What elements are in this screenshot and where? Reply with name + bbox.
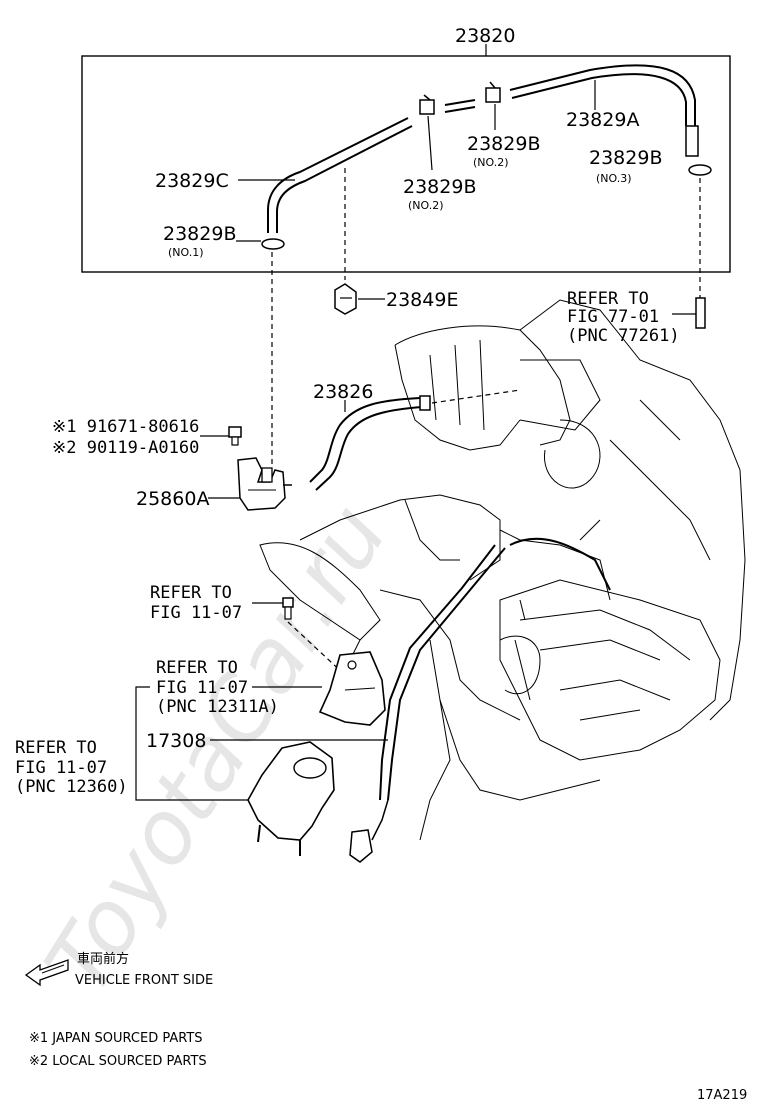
connector-pipe: [444, 99, 476, 113]
part-number-23829c[interactable]: 23829C: [155, 170, 229, 192]
refer-fig-11-07-c-line3[interactable]: (PNC 12360): [15, 777, 128, 797]
hose-23829c[interactable]: [267, 117, 409, 233]
refer-fig-11-07-b-line3[interactable]: (PNC 12311A): [156, 697, 279, 717]
clamp-no2-upper-note: (NO.2): [473, 156, 509, 169]
refer-fig-11-07-b-line1[interactable]: REFER TO: [156, 658, 238, 678]
clamp-23829b-no2-right[interactable]: [485, 81, 501, 103]
clamp-no1-note: (NO.1): [168, 246, 204, 259]
hose-23829a[interactable]: [509, 64, 696, 126]
bolt[interactable]: [228, 426, 242, 446]
mount-12360[interactable]: [247, 741, 335, 856]
refer-fig-11-07-c-line2[interactable]: FIG 11-07: [15, 758, 107, 778]
assy-frame: [81, 55, 731, 273]
clamp-23829b-no2-left[interactable]: [419, 94, 435, 115]
part-number-23829a[interactable]: 23829A: [566, 109, 639, 131]
refer-fig-77-line1[interactable]: REFER TO: [567, 289, 649, 309]
vehicle-front-jp: 車両前方: [77, 951, 129, 967]
note-local-sourced: ※2 LOCAL SOURCED PARTS: [29, 1054, 207, 1069]
part-number-23820[interactable]: 23820: [455, 25, 515, 47]
part-number-23826[interactable]: 23826: [313, 381, 373, 403]
part-number-23829b-no3[interactable]: 23829B: [589, 147, 662, 169]
clamp-23829b-no3[interactable]: [688, 164, 712, 176]
figure-id: 17A219: [697, 1088, 747, 1103]
refer-fig-11-07-b-line2[interactable]: FIG 11-07: [156, 678, 248, 698]
vsv-25860a[interactable]: [237, 457, 292, 511]
refer-fig-11-07-c-line1[interactable]: REFER TO: [15, 738, 97, 758]
part-number-25860a[interactable]: 25860A: [136, 488, 209, 510]
part-number-23829b-no2-mid[interactable]: 23829B: [403, 176, 476, 198]
part-number-23829b-no1[interactable]: 23829B: [163, 223, 236, 245]
part-number-91671-80616[interactable]: ※1 91671-80616: [52, 417, 199, 437]
clamp-23849e[interactable]: [334, 283, 357, 315]
hose-23826[interactable]: [309, 397, 421, 483]
vehicle-front-arrow-icon: [24, 959, 69, 987]
engine-illustration: [259, 299, 746, 841]
hose-17308[interactable]: [379, 544, 506, 801]
part-number-90119-a0160[interactable]: ※2 90119-A0160: [52, 438, 199, 458]
refer-fig-77-line2[interactable]: FIG 77-01: [567, 307, 659, 327]
mount-bolt[interactable]: [282, 597, 294, 620]
note-japan-sourced: ※1 JAPAN SOURCED PARTS: [29, 1031, 203, 1046]
refer-fig-11-07-a-line2[interactable]: FIG 11-07: [150, 603, 242, 623]
clamp-23829b-no1[interactable]: [261, 238, 285, 250]
clamp-no2-mid-note: (NO.2): [408, 199, 444, 212]
refer-fig-77-line3[interactable]: (PNC 77261): [567, 326, 680, 346]
part-number-17308[interactable]: 17308: [146, 730, 206, 752]
bracket-12311a[interactable]: [318, 651, 386, 726]
vsv-lower: [349, 799, 389, 863]
clamp-no3-note: (NO.3): [596, 172, 632, 185]
part-number-23829b-no2-upper[interactable]: 23829B: [467, 133, 540, 155]
vehicle-front-en: VEHICLE FRONT SIDE: [75, 973, 213, 988]
refer-fig-11-07-a-line1[interactable]: REFER TO: [150, 583, 232, 603]
part-number-23849e[interactable]: 23849E: [386, 289, 458, 311]
hose-end-77: [695, 297, 706, 329]
